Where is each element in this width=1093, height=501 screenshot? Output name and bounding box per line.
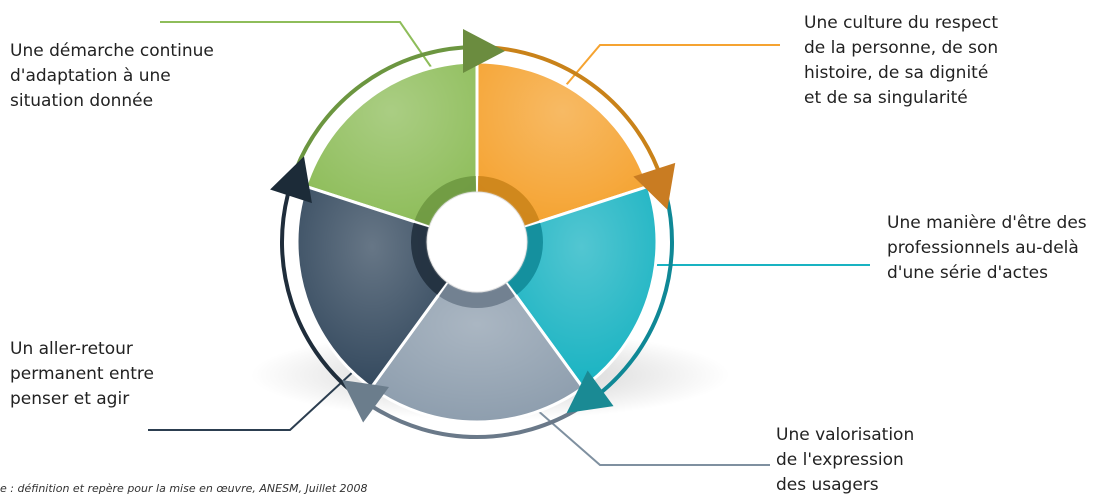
inner-ring-teal <box>507 222 543 295</box>
inner-ring-grey <box>439 282 515 308</box>
inner-rings <box>411 176 543 308</box>
inner-ring-orange <box>477 176 540 226</box>
segment-gloss-orange <box>477 62 649 227</box>
inner-ring-navy <box>411 222 447 295</box>
connector-line-grey <box>519 394 770 466</box>
outer-ring-orange <box>490 45 660 170</box>
outer-ring-navy <box>280 194 353 393</box>
connector-line-green <box>160 21 441 81</box>
center-hole <box>426 191 528 293</box>
cycle-segments <box>295 60 659 424</box>
cycle-arrows <box>270 29 676 423</box>
label-green: Une démarche continue d'adaptation à une… <box>10 41 214 111</box>
arrow-head-grey <box>342 380 389 423</box>
segment-gloss-navy <box>296 186 448 388</box>
source-caption: e : définition et repère pour la mise en… <box>0 482 368 495</box>
arrow-head-navy <box>270 156 312 204</box>
connector-lines <box>148 21 870 466</box>
label-teal: Une manière d'être des professionnels au… <box>887 213 1087 283</box>
outer-ring-grey <box>372 405 582 439</box>
label-navy: Un aller-retour permanent entre penser e… <box>10 339 154 409</box>
outer-ring-green <box>294 45 464 170</box>
connector-line-navy <box>148 369 356 431</box>
label-grey: Une valorisation de l'expression des usa… <box>776 425 915 495</box>
inner-ring-green <box>414 176 477 226</box>
arrow-head-orange <box>633 162 676 210</box>
segment-gloss-green <box>305 62 477 227</box>
arrow-head-teal <box>566 370 614 413</box>
arrow-head-green <box>463 29 505 73</box>
outer-ring-teal <box>601 194 674 393</box>
label-orange: Une culture du respect de la personne, d… <box>804 13 999 108</box>
segment-gloss-teal <box>506 186 658 388</box>
outer-rings <box>280 45 674 439</box>
